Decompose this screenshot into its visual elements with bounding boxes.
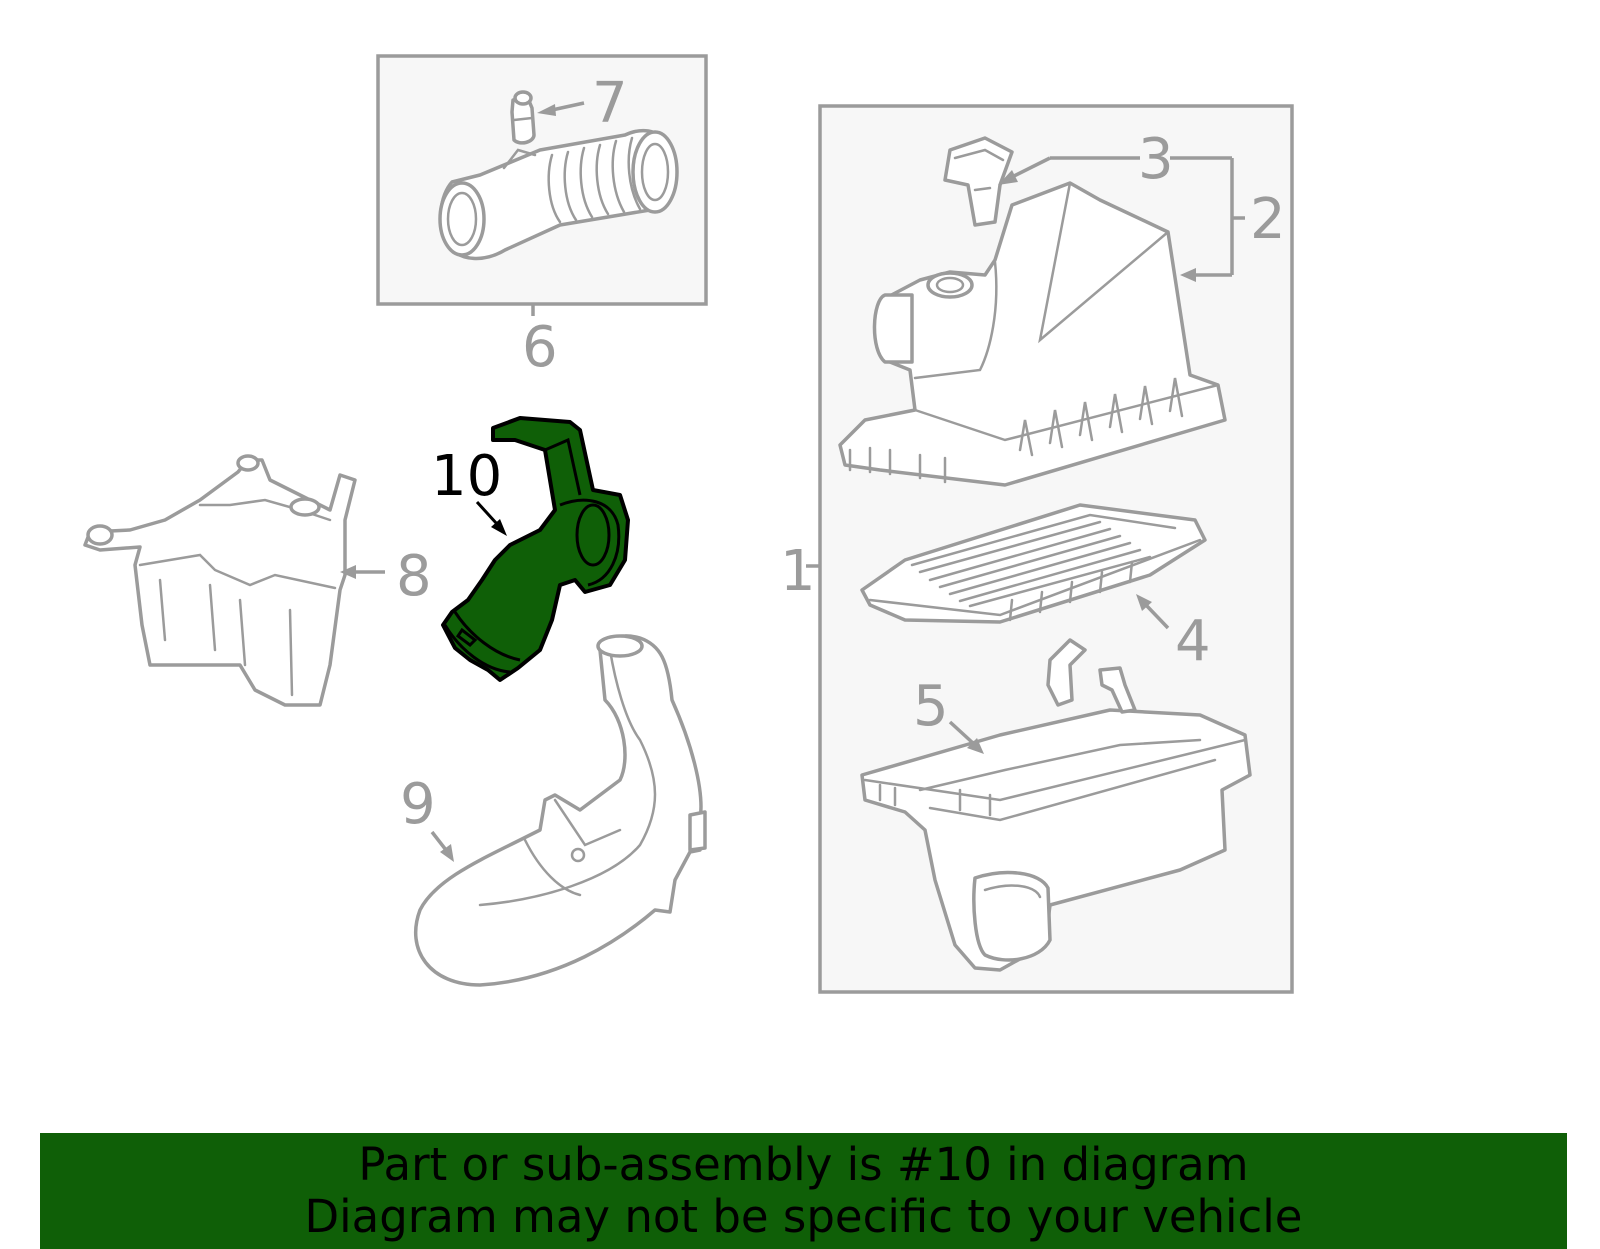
- banner-line-1: Part or sub-assembly is #10 in diagram: [358, 1138, 1249, 1191]
- info-banner: Part or sub-assembly is #10 in diagram D…: [40, 1133, 1567, 1249]
- callout-3: 3: [1138, 127, 1174, 192]
- callout-8: 8: [396, 544, 432, 609]
- banner-line-2: Diagram may not be specific to your vehi…: [304, 1190, 1303, 1243]
- leader-7: [537, 101, 585, 116]
- callout-1: 1: [780, 539, 816, 604]
- leader-9: [430, 830, 454, 862]
- callout-9: 9: [400, 772, 436, 837]
- leader-4: [1136, 594, 1170, 630]
- callout-7: 7: [592, 71, 628, 136]
- leader-3-2: [998, 156, 1245, 282]
- part-5-air-cleaner-case[interactable]: [860, 708, 1252, 972]
- part-5-bracket[interactable]: [1046, 638, 1137, 714]
- part-9-air-duct[interactable]: [414, 634, 707, 987]
- callout-6: 6: [522, 315, 558, 380]
- leader-10: [475, 500, 507, 536]
- leader-8: [340, 565, 385, 579]
- part-3-maf-sensor[interactable]: [943, 136, 1014, 227]
- callout-5: 5: [913, 674, 949, 739]
- callout-4: 4: [1175, 609, 1211, 674]
- part-4-air-filter[interactable]: [860, 503, 1207, 624]
- leader-5: [948, 720, 984, 754]
- part-8-reservoir-tank[interactable]: [83, 454, 357, 707]
- callout-2: 2: [1250, 187, 1286, 252]
- part-6-intake-hose[interactable]: [438, 128, 679, 261]
- part-10-intake-duct[interactable]: [441, 416, 630, 682]
- part-2-air-cleaner-cap[interactable]: [838, 181, 1227, 487]
- part-7-sensor[interactable]: [510, 90, 536, 145]
- callout-10: 10: [431, 444, 502, 509]
